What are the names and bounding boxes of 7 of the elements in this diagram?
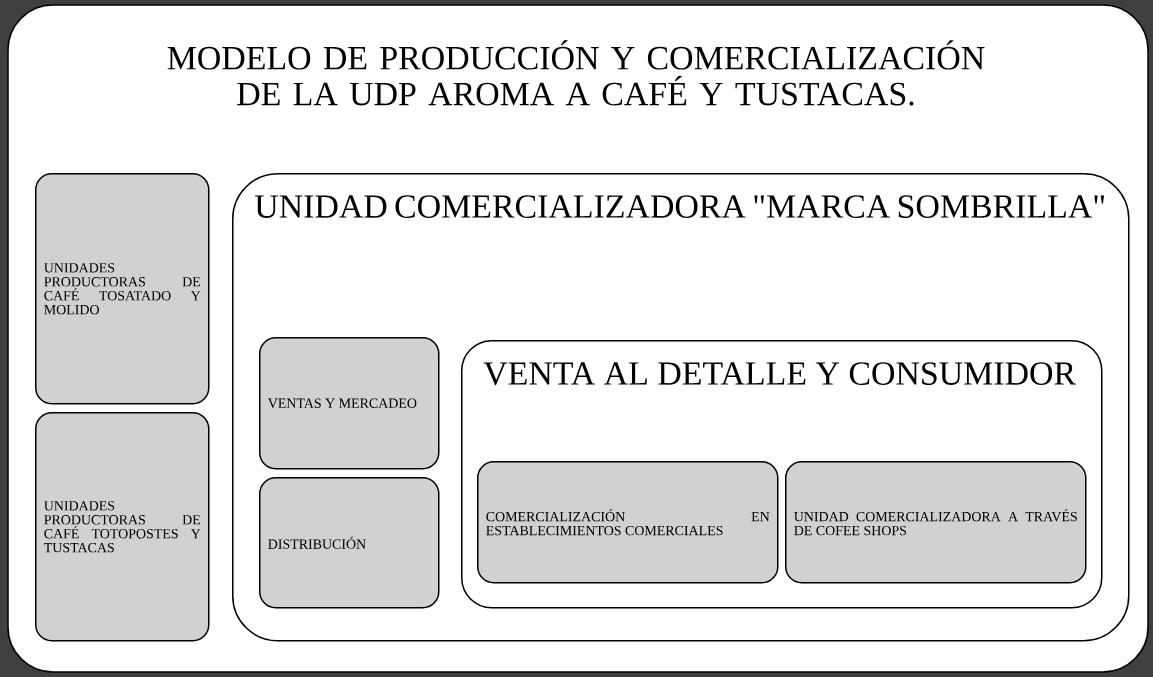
process-box: DISTRIBUCIÓN bbox=[259, 477, 440, 609]
process-box: UNIDAD COMERCIALIZADORA A TRAVÉS DE COFEE SHOPS bbox=[785, 461, 1087, 584]
process-box: COMERCIALIZACIÓN EN ESTABLECIMIENTOS COMERCIALES bbox=[477, 461, 779, 584]
process-box: VENTAS Y MERCADEO bbox=[259, 337, 440, 470]
process-box: UNIDADES PRODUCTORAS DE CAFÉ TOSATADO Y MOLIDO bbox=[35, 173, 210, 405]
process-box: UNIDADES PRODUCTORAS DE CAFÉ TOTOPOSTES Y TUSTACAS bbox=[35, 412, 210, 642]
title: MODELO DE PRODUCCIÓN Y COMERCIALIZACIÓN DE LA UDP AROMA A CAFÉ Y TUSTACAS. bbox=[167, 40, 985, 106]
